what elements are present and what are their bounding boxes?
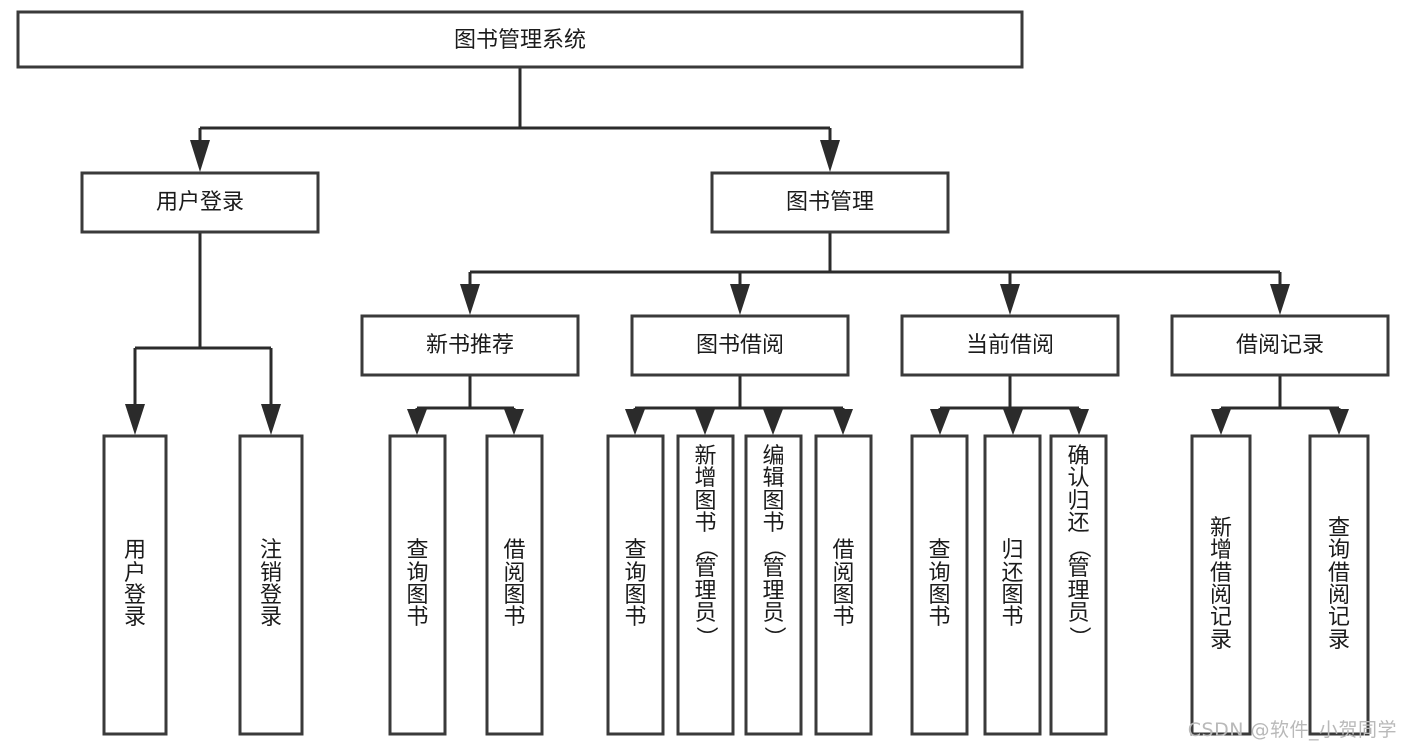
node-book-borrow-rect[interactable] xyxy=(630,314,850,377)
arrow-head-current-borrow xyxy=(1000,284,1020,315)
arrow-head-leaf-logout xyxy=(261,404,281,435)
node-leaf-query-book-1-rect[interactable] xyxy=(388,434,447,736)
node-leaf-borrow-book-1-rect[interactable] xyxy=(485,434,544,736)
arrow-head-leaf-query-book-3 xyxy=(930,409,950,435)
arrow-head-leaf-return-book xyxy=(1003,409,1023,435)
node-new-book-rec-label: 新书推荐 xyxy=(426,333,514,358)
arrow-head-borrow-record xyxy=(1270,284,1290,315)
arrow-head-leaf-query-book-2 xyxy=(625,409,645,435)
node-book-manage[interactable]: 图书管理 xyxy=(710,171,950,234)
nodes-layer: 图书管理系统 用户登录 图书管理 新书推荐 图书借阅 当前 xyxy=(16,10,1390,736)
node-leaf-query-book-3-rect[interactable] xyxy=(910,434,969,736)
node-book-borrow[interactable]: 图书借阅 xyxy=(630,314,850,377)
node-new-book-rec-rect[interactable] xyxy=(360,314,580,377)
node-root-rect[interactable] xyxy=(16,10,1024,69)
node-root-label: 图书管理系统 xyxy=(454,28,586,53)
node-current-borrow-label: 当前借阅 xyxy=(966,333,1054,358)
arrow-head-leaf-confirm-return xyxy=(1069,409,1089,435)
node-leaf-add-record-rect[interactable] xyxy=(1190,434,1252,736)
arrow-head-leaf-borrow-book-1 xyxy=(504,409,524,435)
node-user-login-rect[interactable] xyxy=(80,171,320,234)
connectors-layer xyxy=(125,67,1349,435)
node-borrow-record-label: 借阅记录 xyxy=(1236,333,1324,358)
arrow-head-new-book-rec xyxy=(460,284,480,315)
arrow-head-leaf-user-login xyxy=(125,404,145,435)
node-borrow-record-rect[interactable] xyxy=(1170,314,1390,377)
node-borrow-record[interactable]: 借阅记录 xyxy=(1170,314,1390,377)
node-book-manage-rect[interactable] xyxy=(710,171,950,234)
arrow-head-leaf-borrow-book-2 xyxy=(833,409,853,435)
node-new-book-rec[interactable]: 新书推荐 xyxy=(360,314,580,377)
node-leaf-user-login-rect[interactable] xyxy=(102,434,168,736)
arrow-head-leaf-query-record xyxy=(1329,409,1349,435)
node-leaf-borrow-book-2-rect[interactable] xyxy=(814,434,873,736)
arrow-head-leaf-edit-book xyxy=(763,409,783,435)
arrow-head-leaf-query-book-1 xyxy=(407,409,427,435)
node-current-borrow[interactable]: 当前借阅 xyxy=(900,314,1120,377)
node-leaf-logout-rect[interactable] xyxy=(238,434,304,736)
arrow-head-user-login xyxy=(190,140,210,172)
arrow-head-book-manage xyxy=(820,140,840,172)
arrow-head-leaf-add-record xyxy=(1211,409,1231,435)
node-book-manage-label: 图书管理 xyxy=(786,190,874,215)
arrow-head-leaf-add-book xyxy=(695,409,715,435)
node-leaf-confirm-return-rect[interactable] xyxy=(1049,434,1108,736)
csdn-watermark: CSDN @软件_小贺同学 xyxy=(1187,719,1397,741)
node-leaf-return-book-rect[interactable] xyxy=(983,434,1042,736)
arrow-head-book-borrow xyxy=(730,284,750,315)
node-leaf-query-book-2-rect[interactable] xyxy=(606,434,665,736)
node-current-borrow-rect[interactable] xyxy=(900,314,1120,377)
node-root[interactable]: 图书管理系统 xyxy=(16,10,1024,69)
node-user-login-label: 用户登录 xyxy=(156,190,244,215)
node-book-borrow-label: 图书借阅 xyxy=(696,333,784,358)
node-leaf-query-record-rect[interactable] xyxy=(1308,434,1370,736)
node-leaf-edit-book-rect[interactable] xyxy=(744,434,803,736)
node-leaf-add-book-rect[interactable] xyxy=(676,434,735,736)
node-user-login[interactable]: 用户登录 xyxy=(80,171,320,234)
